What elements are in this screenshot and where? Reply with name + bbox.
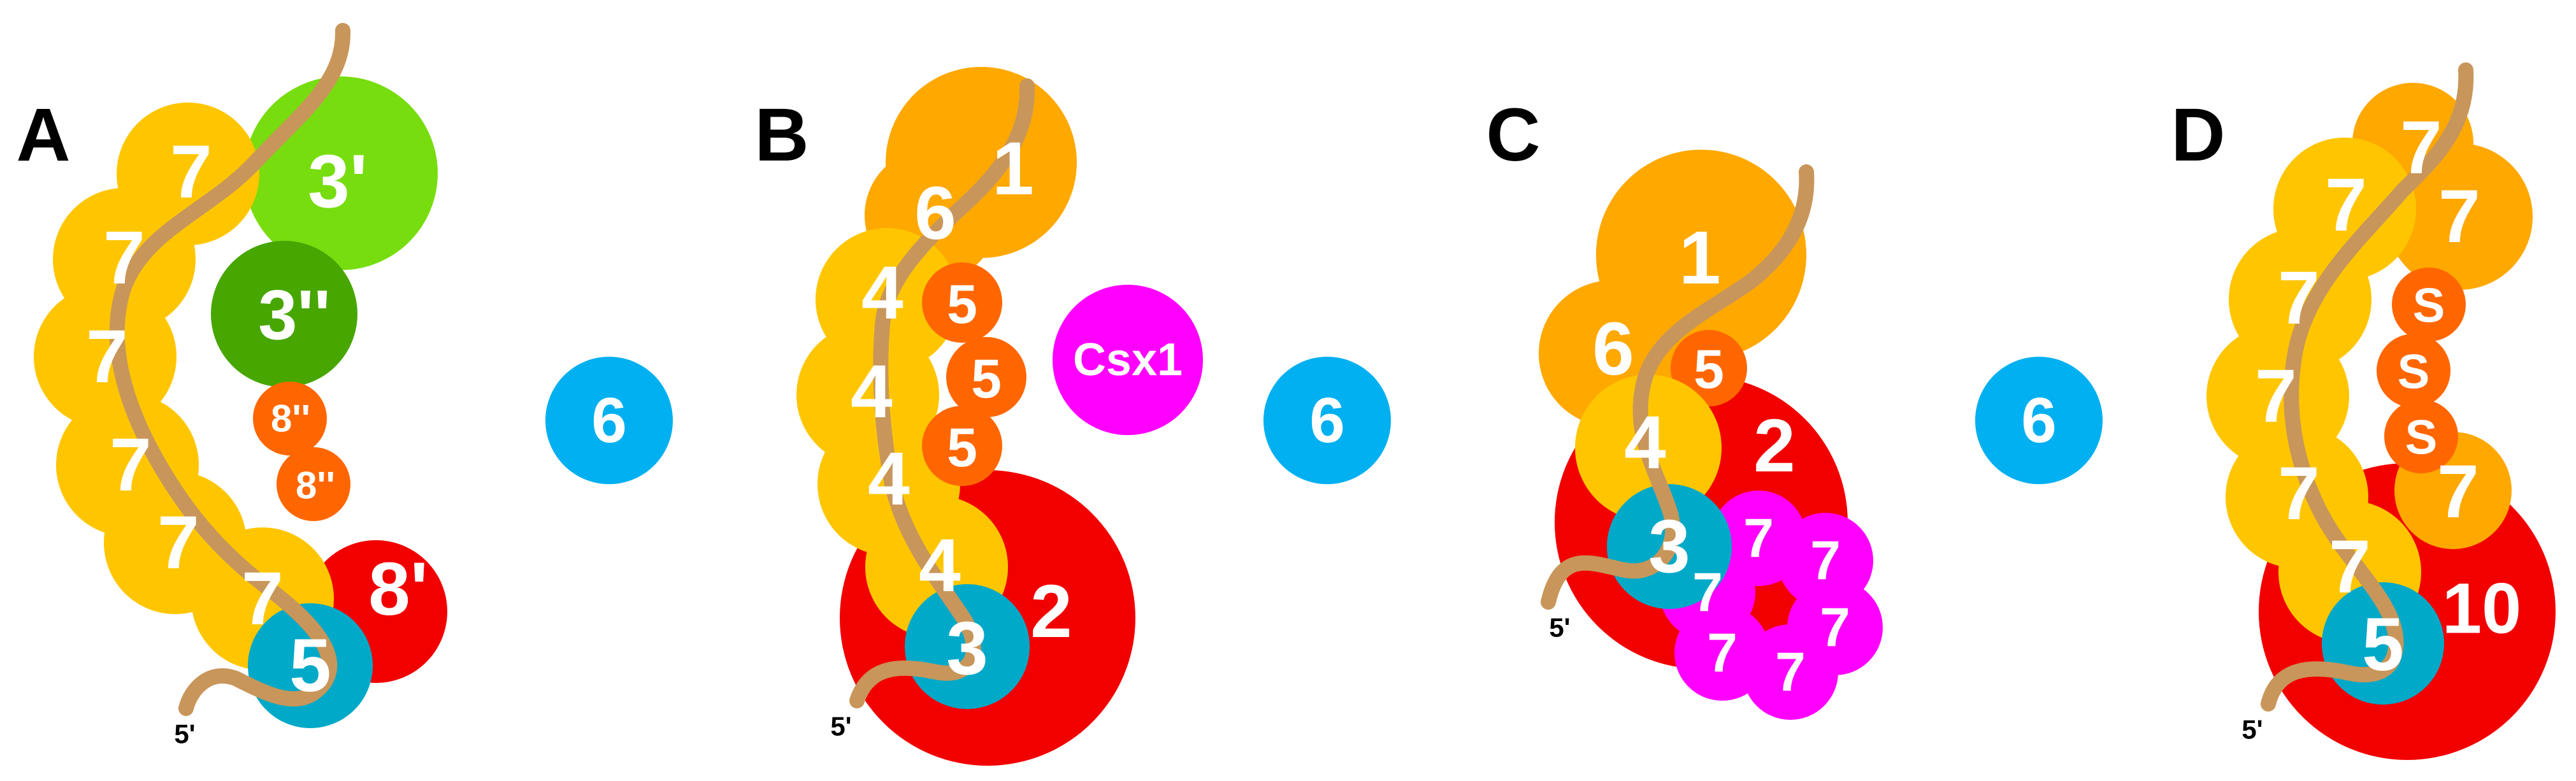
panel-a-subunit-7-3 xyxy=(34,285,176,428)
panel-d-label-7-orange-1: 7 xyxy=(2400,106,2442,190)
panel-a-label-8-prime: 8' xyxy=(368,547,428,631)
panel-b-label-4-4: 4 xyxy=(919,524,961,608)
panel-c-label-5: 5 xyxy=(1694,339,1724,400)
panel-c-label-4: 4 xyxy=(1624,401,1666,485)
panel-a-label-8-double-prime-2: 8'' xyxy=(296,464,335,507)
panel-a-free-subunit-6 xyxy=(545,357,673,484)
panel-a-label: A xyxy=(16,93,70,177)
panel-d-label: D xyxy=(2171,93,2225,177)
panel-d-label-7-orange-2: 7 xyxy=(2438,175,2480,259)
panel-b-rna-strand xyxy=(849,78,1035,708)
panel-d-subunit-s-2 xyxy=(2377,334,2450,408)
panel-b-label-3: 3 xyxy=(946,606,988,691)
panel-c-label-7-4: 7 xyxy=(1775,641,1806,703)
panel-c-free-subunit-6-label: 6 xyxy=(2021,385,2057,456)
panel-b-label-4-2: 4 xyxy=(851,350,893,434)
panel-c-label-2: 2 xyxy=(1753,404,1795,488)
panel-c-subunit-5 xyxy=(1671,330,1747,406)
panel-c-rna-strand xyxy=(1541,164,1815,610)
panel-a: A 7 7 7 7 7 7 3' 3'' 8'' 8'' 8' 5 5' 6 xyxy=(16,23,673,749)
panel-b-five-prime-label: 5' xyxy=(830,712,851,742)
panel-c-label-7-6: 7 xyxy=(1692,562,1723,623)
panel-a-label-5: 5 xyxy=(289,624,331,708)
panel-b-subunit-5-2 xyxy=(946,337,1026,417)
panel-d: D 7 7 7 7 7 7 7 7 S S S 10 5 5' xyxy=(2171,62,2556,760)
panel-b-label-5-2: 5 xyxy=(971,348,1002,410)
panel-b-label-5-3: 5 xyxy=(947,417,977,478)
panel-c-label: C xyxy=(1486,93,1540,177)
panel-a-subunit-8-double-prime-2 xyxy=(277,447,350,521)
panel-c-label-3: 3 xyxy=(1648,505,1690,589)
panel-b-subunit-5-3 xyxy=(922,406,1002,486)
panel-d-subunit-s-1 xyxy=(2392,268,2466,341)
panel-c-label-6: 6 xyxy=(1592,307,1634,391)
panel-b-label-4-3: 4 xyxy=(868,437,910,521)
panel-a-label-7-6: 7 xyxy=(241,557,284,641)
panel-a-label-7-3: 7 xyxy=(86,315,128,399)
panel-b-label-csx1: Csx1 xyxy=(1073,334,1183,385)
panel-d-five-prime-label: 5' xyxy=(2241,715,2263,745)
panel-a-subunit-8-double-prime-1 xyxy=(253,382,327,455)
panel-a-label-7-2: 7 xyxy=(103,216,145,300)
panel-a-label-3-prime: 3' xyxy=(308,140,368,224)
panel-c-five-prime-label: 5' xyxy=(1549,613,1570,643)
panel-d-subunit-s-3 xyxy=(2384,399,2458,473)
panel-a-label-7-5: 7 xyxy=(157,501,199,585)
panel-b-free-subunit-6-label: 6 xyxy=(1309,385,1345,456)
panel-c-label-7-3: 7 xyxy=(1820,597,1850,658)
panel-d-label-7-3: 7 xyxy=(2255,354,2297,438)
panel-b-label-1: 1 xyxy=(992,127,1034,211)
panel-d-label-7-2: 7 xyxy=(2278,256,2320,340)
panel-d-label-s-3: S xyxy=(2405,411,2438,465)
panel-b-subunit-5-1 xyxy=(922,262,1002,343)
panel-a-label-3-double-prime: 3'' xyxy=(258,276,331,355)
panel-b-label-4-1: 4 xyxy=(861,251,903,335)
panel-b: B 1 6 4 4 4 4 5 5 5 2 3 Csx1 5' 6 xyxy=(754,67,1391,766)
panel-b-label-6: 6 xyxy=(914,171,956,255)
panel-c-label-7-1: 7 xyxy=(1743,508,1774,569)
panel-a-label-8-double-prime-1: 8'' xyxy=(271,398,310,440)
panel-d-label-7-5: 7 xyxy=(2329,525,2371,609)
panel-b-label: B xyxy=(754,93,809,177)
panel-d-label-5: 5 xyxy=(2362,603,2404,687)
panel-c-label-7-5: 7 xyxy=(1707,622,1738,684)
panel-d-label-10: 10 xyxy=(2442,569,2522,648)
panel-b-free-subunit-6 xyxy=(1263,357,1391,484)
panel-b-label-2: 2 xyxy=(1030,570,1072,654)
panel-d-label-7-orange-3: 7 xyxy=(2437,450,2479,534)
panel-d-rna-strand xyxy=(2261,62,2474,712)
panel-c-label-1: 1 xyxy=(1679,216,1721,300)
panel-a-subunit-3-double-prime xyxy=(211,241,357,387)
panel-b-subunit-csx1 xyxy=(1053,285,1203,435)
panel-d-label-s-2: S xyxy=(2398,345,2430,399)
panel-a-rna-strand xyxy=(109,23,351,716)
panel-c-label-7-2: 7 xyxy=(1810,530,1841,591)
panel-b-label-5-1: 5 xyxy=(947,274,977,335)
panel-a-free-subunit-6-label: 6 xyxy=(591,385,627,456)
panel-c: C 1 6 5 4 2 3 7 7 7 7 7 7 5' 6 xyxy=(1486,93,2103,720)
panel-d-label-s-1: S xyxy=(2413,279,2445,333)
panel-c-free-subunit-6 xyxy=(1975,357,2103,484)
panel-a-five-prime-label: 5' xyxy=(174,719,195,749)
panel-d-label-7-4: 7 xyxy=(2278,452,2320,536)
panel-a-label-7-1: 7 xyxy=(170,130,212,214)
panel-d-label-7-1: 7 xyxy=(2325,163,2367,247)
panel-a-label-7-4: 7 xyxy=(110,423,152,507)
